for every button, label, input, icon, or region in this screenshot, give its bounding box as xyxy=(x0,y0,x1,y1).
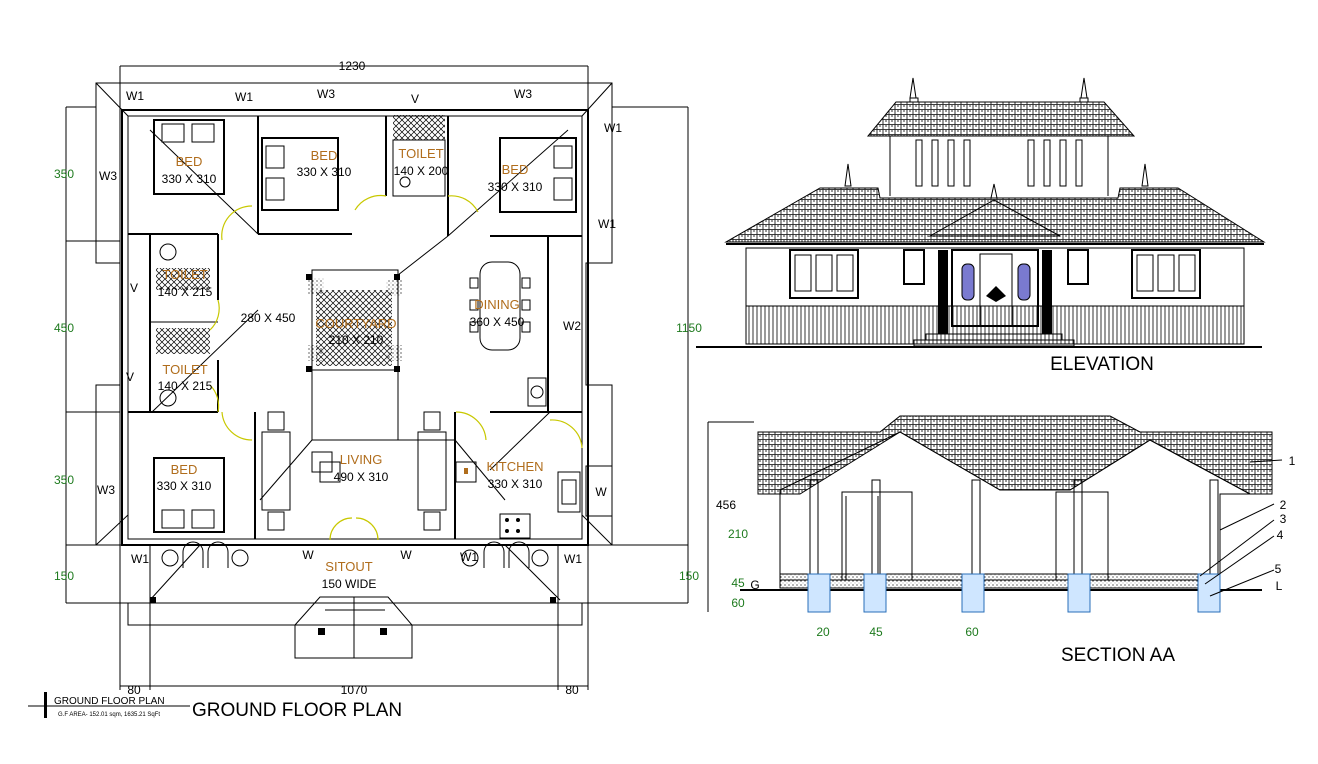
room-size-toilet-2: 140 X 215 xyxy=(158,285,213,299)
plan-hip-lines xyxy=(149,129,569,601)
window-tag: W1 xyxy=(564,552,582,566)
section-dim-60b: 60 xyxy=(965,625,979,639)
dim-bottom-right: 80 xyxy=(565,683,579,697)
plan-labels: 1230 1070 80 80 350 450 350 150 1150 150… xyxy=(54,59,702,697)
courtyard xyxy=(306,274,402,372)
door-swings xyxy=(209,194,583,541)
front-elevation: ELEVATION xyxy=(696,77,1266,375)
elevation-title: ELEVATION xyxy=(1050,354,1154,375)
room-name-bed-1: BED xyxy=(176,154,203,169)
room-size-bed-4: 330 X 310 xyxy=(157,479,212,493)
dim-overall-top: 1230 xyxy=(339,59,366,73)
clerestory-vents xyxy=(915,139,1083,187)
window-tag: W1 xyxy=(598,217,616,231)
room-name-bed-2: BED xyxy=(311,148,338,163)
window-tag: V xyxy=(126,370,134,384)
dim-right-2: 150 xyxy=(679,569,699,583)
window-tag: W1 xyxy=(126,89,144,103)
room-size-toilet-3: 140 X 215 xyxy=(158,379,213,393)
window-tag: W xyxy=(302,548,314,562)
plan-title: GROUND FLOOR PLAN xyxy=(192,700,402,721)
area-note: G.F AREA- 152.01 sqm, 1635.21 SqFt xyxy=(58,712,160,718)
section-callout: L xyxy=(1276,579,1283,593)
window-tag: W1 xyxy=(235,90,253,104)
dim-overall-bottom: 1070 xyxy=(341,683,368,697)
window-tag: W2 xyxy=(563,319,581,333)
section-dim-45: 45 xyxy=(731,576,745,590)
room-size-living: 490 X 310 xyxy=(334,470,389,484)
room-name-toilet-1: TOILET xyxy=(398,146,443,161)
window-tag: V xyxy=(411,92,419,106)
footings xyxy=(807,573,1221,613)
elevation-windows xyxy=(789,249,1201,299)
section-dim-456: 456 xyxy=(716,498,736,512)
section-dim-45b: 45 xyxy=(869,625,883,639)
dim-left-4: 150 xyxy=(54,569,74,583)
window-tag: W1 xyxy=(460,550,478,564)
room-size-sitout: 150 WIDE xyxy=(322,577,377,591)
section-callout: 3 xyxy=(1280,512,1287,526)
room-size-kitchen: 330 X 310 xyxy=(488,477,543,491)
room-name-toilet-3: TOILET xyxy=(162,362,207,377)
dim-left-2: 450 xyxy=(54,321,74,335)
ground-level-mark: G xyxy=(750,578,759,592)
dim-right-1: 1150 xyxy=(676,321,702,335)
section-callout: 4 xyxy=(1277,528,1284,542)
window-tag: W3 xyxy=(99,169,117,183)
furniture xyxy=(150,115,613,635)
room-size-bed-2: 330 X 310 xyxy=(297,165,352,179)
window-tag: W1 xyxy=(604,121,622,135)
section-title: SECTION AA xyxy=(1061,645,1175,666)
window-tag: W3 xyxy=(97,483,115,497)
dim-left-1: 350 xyxy=(54,167,74,181)
room-name-sitout: SITOUT xyxy=(325,559,372,574)
section-callout: 5 xyxy=(1275,562,1282,576)
window-tag: V xyxy=(130,281,138,295)
window-tag: W xyxy=(400,548,412,562)
plan-walls xyxy=(95,82,613,659)
room-size-bed-3: 330 X 310 xyxy=(488,180,543,194)
main-entrance xyxy=(913,249,1075,347)
plan-dimension-lines xyxy=(65,65,689,690)
window-tag: W3 xyxy=(514,87,532,101)
room-name-dining: DINING xyxy=(474,297,520,312)
room-size-courtyard: 210 X 210 xyxy=(329,333,384,347)
dim-left-3: 350 xyxy=(54,473,74,487)
room-size-bed-1: 330 X 310 xyxy=(162,172,217,186)
section-dim-60: 60 xyxy=(731,596,745,610)
legend-title: GROUND FLOOR PLAN xyxy=(54,696,165,707)
room-name-toilet-2: TOILET xyxy=(162,267,207,282)
room-size-toilet-1: 140 X 200 xyxy=(394,164,449,178)
room-name-living: LIVING xyxy=(340,452,383,467)
corridor-size: 280 X 450 xyxy=(241,311,296,325)
section-aa: 1 2 3 4 5 L 456 210 45 G 60 20 45 60 SEC… xyxy=(707,415,1296,666)
section-dim-20: 20 xyxy=(816,625,830,639)
section-callout: 1 xyxy=(1289,454,1296,468)
window-tag: W3 xyxy=(317,87,335,101)
plan-title-block: GROUND FLOOR PLAN G.F AREA- 152.01 sqm, … xyxy=(28,692,402,721)
dim-bottom-left: 80 xyxy=(127,683,141,697)
room-name-courtyard: COURTYARD xyxy=(315,316,396,331)
room-size-dining: 360 X 450 xyxy=(470,315,525,329)
room-name-bed-3: BED xyxy=(502,162,529,177)
section-callout: 2 xyxy=(1280,498,1287,512)
room-name-bed-4: BED xyxy=(171,462,198,477)
ground-floor-plan: 1230 1070 80 80 350 450 350 150 1150 150… xyxy=(28,59,702,721)
room-name-kitchen: KITCHEN xyxy=(486,459,543,474)
section-callout-leaders xyxy=(1199,459,1283,597)
window-tag: W1 xyxy=(131,552,149,566)
section-dim-210: 210 xyxy=(728,527,748,541)
window-tag: W xyxy=(595,485,607,499)
